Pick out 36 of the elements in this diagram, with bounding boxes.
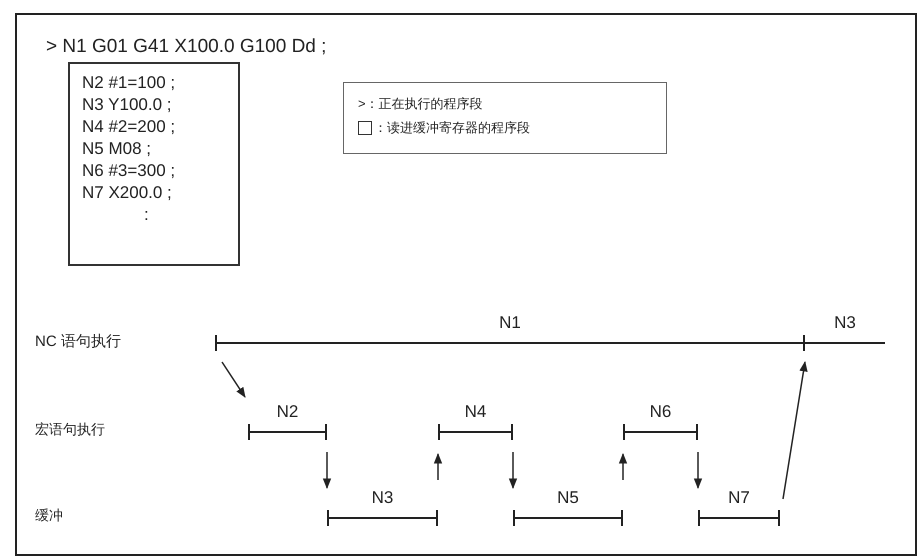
segment-label: N3: [833, 313, 857, 333]
legend-text: ：读进缓冲寄存器的程序段: [374, 119, 530, 137]
timing-segment: [513, 488, 623, 526]
timing-segment: [623, 402, 698, 440]
row-label: 宏语句执行: [35, 421, 105, 439]
segment-label: N2: [276, 402, 300, 422]
arrow: [434, 452, 442, 480]
code-line: N3 Y100.0 ;: [82, 94, 172, 116]
code-line: N4 #2=200 ;: [82, 116, 176, 138]
segment-label: N4: [464, 402, 488, 422]
arrow: [322, 452, 332, 490]
program-listing-box: [68, 62, 240, 266]
legend-text: >：正在执行的程序段: [358, 95, 483, 113]
arrow: [221, 362, 246, 398]
row-label: NC 语句执行: [35, 332, 121, 351]
code-line: N2 #1=100 ;: [82, 72, 176, 94]
timing-segment: [698, 488, 780, 526]
timing-segment: [438, 402, 513, 440]
arrow: [694, 452, 702, 490]
row-label: 缓冲: [35, 507, 63, 525]
segment-label: N6: [648, 402, 672, 422]
timing-segment: [327, 488, 438, 526]
segment-label: N1: [498, 313, 522, 333]
arrow: [508, 452, 518, 490]
segment-label: N5: [556, 488, 580, 508]
segment-label: N3: [370, 488, 394, 508]
arrow: [618, 452, 628, 480]
code-line: :: [143, 204, 150, 226]
segment-label: N7: [727, 488, 751, 508]
program-line: > N1 G01 G41 X100.0 G100 Dd ;: [46, 36, 326, 58]
code-line: N5 M08 ;: [82, 138, 152, 160]
code-line: N6 #3=300 ;: [82, 160, 176, 182]
timing-segment: [248, 402, 327, 440]
timing-segment: [215, 313, 805, 351]
code-line: N7 X200.0 ;: [82, 182, 173, 204]
arrow: [782, 360, 808, 500]
